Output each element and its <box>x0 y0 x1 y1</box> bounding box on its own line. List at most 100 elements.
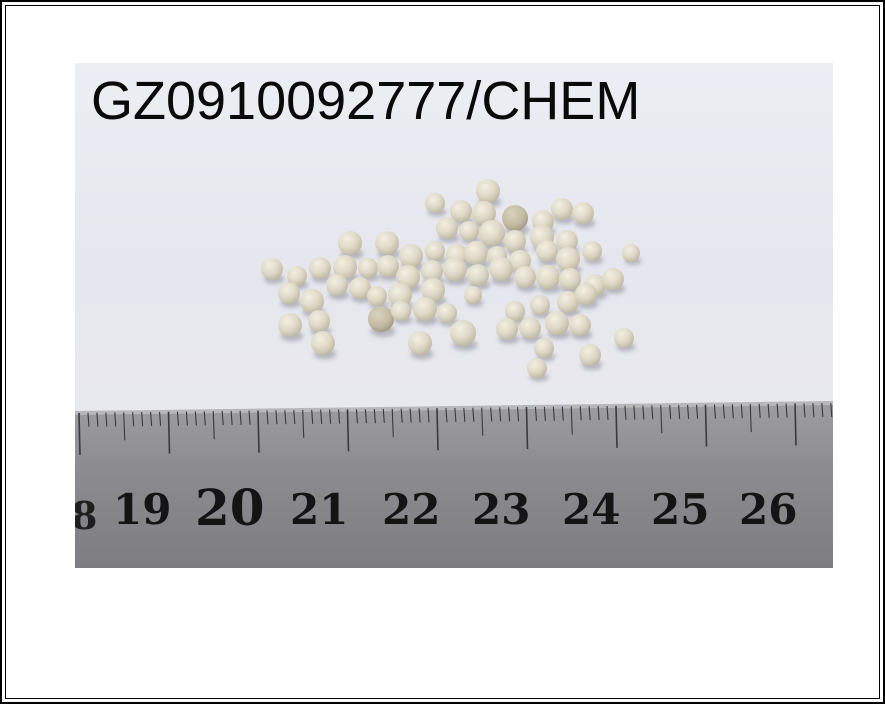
ruler-number-23: 23 <box>472 485 531 534</box>
pellet <box>311 331 335 355</box>
ruler-tick <box>821 403 824 418</box>
pellet <box>572 202 594 224</box>
ruler-tick <box>776 403 779 418</box>
ruler-tick <box>230 410 233 425</box>
ruler-tick <box>275 410 278 425</box>
pellet <box>425 241 445 261</box>
pellet <box>436 217 458 239</box>
sample-id-label: GZ0910092777/CHEM <box>91 71 641 131</box>
pellet <box>388 283 412 307</box>
ruler-tick <box>570 406 573 435</box>
ruler-tick <box>758 403 761 419</box>
ruler-tick <box>651 405 654 420</box>
ruler-edge <box>75 401 833 415</box>
ruler-tick <box>194 411 197 426</box>
ruler-tick <box>713 404 716 419</box>
ruler-tick <box>185 411 188 426</box>
pellet <box>391 301 411 321</box>
pellet <box>622 244 640 262</box>
pellet <box>582 241 602 261</box>
pellet <box>300 289 324 313</box>
ruler-tick <box>176 411 179 426</box>
ruler-tick <box>284 410 287 425</box>
ruler-tick <box>105 412 108 427</box>
ruler-tick <box>624 405 627 420</box>
ruler-tick <box>543 406 546 421</box>
ruler-tick <box>481 407 484 436</box>
ruler-tick <box>239 410 242 425</box>
ruler-tick <box>257 410 260 453</box>
pellet <box>459 221 479 241</box>
pellet <box>421 260 443 282</box>
ruler-tick <box>320 409 323 424</box>
ruler-tick <box>221 411 224 426</box>
ruler-tick <box>167 411 171 454</box>
pellet <box>326 274 348 296</box>
pellet <box>575 283 597 305</box>
ruler-tick <box>525 407 529 450</box>
ruler-tick <box>633 405 636 420</box>
ruler-tick <box>373 409 376 424</box>
ruler-tick <box>329 409 332 424</box>
ruler-tick <box>606 405 609 421</box>
ruler-tick <box>660 405 663 434</box>
ruler-tick <box>687 404 690 419</box>
pellet <box>534 338 554 358</box>
photo-scene <box>75 179 833 568</box>
ruler-tick <box>749 404 752 433</box>
ruler-tick <box>615 405 618 448</box>
ruler-tick <box>212 411 215 440</box>
ruler-tick <box>114 412 117 427</box>
ruler-number-partial: 8 <box>75 493 98 538</box>
ruler-tick <box>499 407 502 422</box>
pellet <box>338 231 362 255</box>
pellet <box>479 220 505 246</box>
ruler-tick <box>203 411 206 426</box>
pellet <box>556 230 578 252</box>
ruler-tick <box>96 412 99 427</box>
ruler-tick <box>293 410 296 425</box>
pellet <box>367 286 387 306</box>
pellet <box>464 241 488 265</box>
ruler-ticks <box>78 402 833 455</box>
pellet <box>556 247 580 271</box>
ruler-tick <box>785 403 788 418</box>
pellet <box>496 318 518 340</box>
ruler-number-20: 20 <box>195 478 265 537</box>
pellet <box>472 201 496 225</box>
pellet <box>545 311 569 335</box>
ruler-tick <box>552 406 555 421</box>
pellet <box>425 193 445 213</box>
ruler-tick <box>436 408 439 451</box>
ruler-tick <box>597 406 600 421</box>
ruler-tick <box>696 404 699 419</box>
pellet <box>504 230 526 252</box>
pellet <box>349 277 371 299</box>
pellet <box>437 303 457 323</box>
ruler-tick <box>418 408 421 423</box>
ruler-tick <box>830 402 833 418</box>
pellet <box>569 314 591 336</box>
ruler-tick <box>534 406 537 421</box>
ruler-number-21: 21 <box>290 485 349 534</box>
pellet <box>464 286 482 304</box>
pellet <box>450 200 472 222</box>
ruler <box>75 403 833 568</box>
pellet <box>399 244 423 268</box>
ruler-tick <box>508 407 511 422</box>
ruler-tick <box>266 410 269 425</box>
ruler-tick <box>445 408 448 423</box>
ruler-tick <box>472 407 475 422</box>
pellet <box>489 257 513 281</box>
ruler-tick <box>382 408 385 423</box>
pellet <box>375 231 399 255</box>
ruler-tick <box>302 409 305 439</box>
pellet <box>527 358 547 378</box>
pellet <box>408 331 432 355</box>
pellet <box>443 257 467 281</box>
sample-photo: GZ0910092777/CHEM 8 19 20 21 22 23 24 25… <box>75 63 833 568</box>
pellet <box>450 320 476 346</box>
pellet <box>413 297 437 321</box>
pellet <box>377 255 399 277</box>
